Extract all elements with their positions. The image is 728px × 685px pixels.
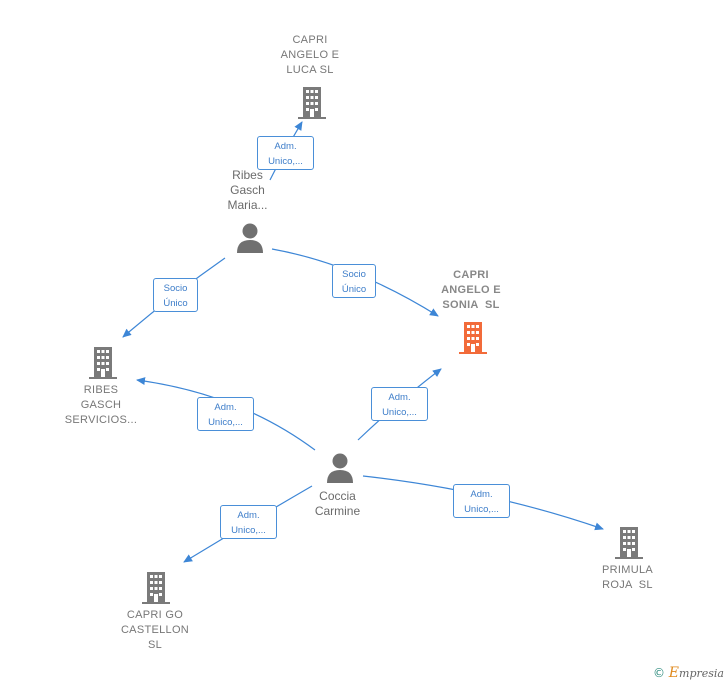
edge-label-line: Adm. [214, 402, 237, 413]
edge-label-e6[interactable]: Adm. Unico,... [453, 484, 510, 518]
label-line: CASTELLON [120, 624, 190, 636]
copyright-icon: © [652, 666, 665, 680]
building-icon-highlight[interactable] [459, 322, 487, 354]
label-line: CAPRI [292, 34, 328, 46]
edge-label-line: Socio [163, 283, 188, 294]
building-icon[interactable] [142, 572, 170, 604]
label-line: SERVICIOS... [64, 414, 138, 426]
edge-label-line: Adm. [274, 141, 297, 152]
label-line: Gasch [230, 183, 265, 197]
person-label-ribes[interactable]: Ribes Gasch Maria... [200, 168, 295, 213]
label-line: ROJA SL [602, 579, 653, 591]
edge-label-line: Unico,... [208, 417, 243, 428]
building-icon[interactable] [89, 347, 117, 379]
label-line: CAPRI [453, 269, 489, 281]
edge-label-line: Adm. [388, 392, 411, 403]
edge-label-e1[interactable]: Adm. Unico,... [257, 136, 314, 170]
label-line: SL [147, 639, 163, 651]
edge-label-line: Único [341, 284, 367, 295]
edge-label-e3[interactable]: Socio Único [332, 264, 376, 298]
label-line: GASCH [80, 399, 122, 411]
edge-label-line: Unico,... [464, 504, 499, 515]
building-icon[interactable] [298, 85, 326, 119]
label-line: ANGELO E [280, 49, 340, 61]
brand-logo-initial: E [668, 665, 680, 681]
edge-label-line: Único [163, 298, 188, 309]
edge-label-e4[interactable]: Adm. Unico,... [197, 397, 254, 431]
label-line: Carmine [314, 504, 361, 518]
edge-label-line: Unico,... [382, 407, 417, 418]
label-line: SONIA SL [442, 299, 500, 311]
label-line: PRIMULA [602, 564, 653, 576]
brand-logo[interactable]: Empresia [668, 665, 724, 681]
label-line: Coccia [319, 489, 356, 503]
company-label-capri-luca[interactable]: CAPRI ANGELO E LUCA SL [255, 33, 365, 78]
edge-label-e5[interactable]: Adm. Unico,... [371, 387, 428, 421]
edge-label-line: Socio [342, 269, 366, 280]
edge-label-line: Unico,... [268, 156, 303, 167]
label-line: Maria... [227, 198, 268, 212]
label-line: RIBES [83, 384, 119, 396]
company-label-ribes-servicios[interactable]: RIBES GASCH SERVICIOS... [46, 383, 156, 428]
company-label-capri-castellon[interactable]: CAPRI GO CASTELLON SL [100, 608, 210, 653]
label-line: Ribes [232, 168, 263, 182]
label-line: CAPRI GO [126, 609, 184, 621]
copyright-notice: © Empresia [653, 665, 724, 681]
company-label-primula[interactable]: PRIMULA ROJA SL [575, 563, 680, 593]
label-line: ANGELO E [441, 284, 501, 296]
edge-label-line: Adm. [237, 510, 260, 521]
edge-label-e2[interactable]: Socio Único [153, 278, 198, 312]
building-icon[interactable] [615, 527, 643, 559]
brand-logo-text: mpresia [679, 667, 724, 680]
person-label-coccia[interactable]: Coccia Carmine [290, 489, 385, 519]
person-icon[interactable] [237, 223, 263, 254]
person-icon[interactable] [327, 453, 353, 484]
label-line: LUCA SL [286, 64, 334, 76]
edge-label-line: Adm. [470, 489, 493, 500]
edge-label-line: Unico,... [231, 525, 266, 536]
edge-label-e7[interactable]: Adm. Unico,... [220, 505, 277, 539]
company-label-capri-sonia[interactable]: CAPRI ANGELO E SONIA SL [416, 268, 526, 313]
